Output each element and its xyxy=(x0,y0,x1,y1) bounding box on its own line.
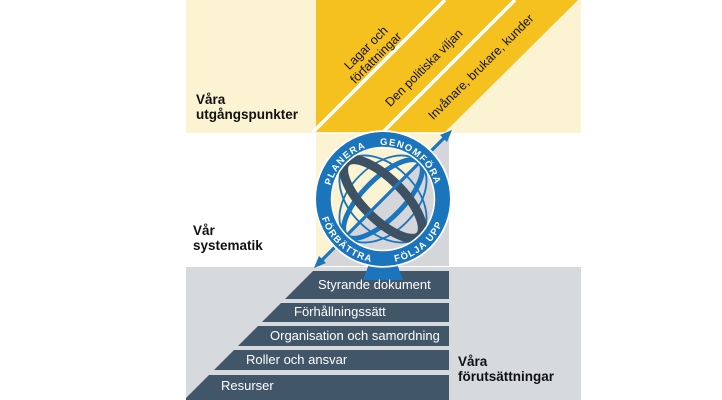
step-bar-organisation xyxy=(238,326,449,346)
label-line: Våra xyxy=(458,354,488,369)
arrowhead-up-icon xyxy=(440,130,452,142)
step-bar-forhallningssatt xyxy=(262,303,449,322)
stripe-separator-1 xyxy=(311,0,447,134)
label-line: systematik xyxy=(193,238,263,253)
cycle-ring xyxy=(316,132,450,266)
label-var-systematik: Vår systematik xyxy=(193,223,263,253)
label-vara-utgangspunkter: Våra utgångspunkter xyxy=(196,92,298,122)
step-bar-resurser xyxy=(186,375,449,400)
step-bar-styrande-dokument xyxy=(285,271,449,299)
step-label-roller-ansvar: Roller och ansvar xyxy=(246,352,348,367)
step-label-resurser: Resurser xyxy=(221,378,274,393)
label-line: utgångspunkter xyxy=(196,107,299,122)
step-label-organisation: Organisation och samordning xyxy=(270,328,440,343)
step-bar-roller-ansvar xyxy=(214,350,449,370)
ring-inner-edge xyxy=(330,146,436,252)
ring-outer-halo xyxy=(314,130,452,268)
label-line: förutsättningar xyxy=(458,369,554,384)
step-label-forhallningssatt: Förhållningssätt xyxy=(294,304,386,319)
label-line: Våra xyxy=(196,92,226,107)
step-label-styrande-dokument: Styrande dokument xyxy=(318,277,431,292)
label-line: Vår xyxy=(193,223,215,238)
label-vara-forutsattningar: Våra förutsättningar xyxy=(458,354,554,384)
stripe-separator-2 xyxy=(381,0,517,134)
arrowhead-down-icon xyxy=(314,256,326,268)
